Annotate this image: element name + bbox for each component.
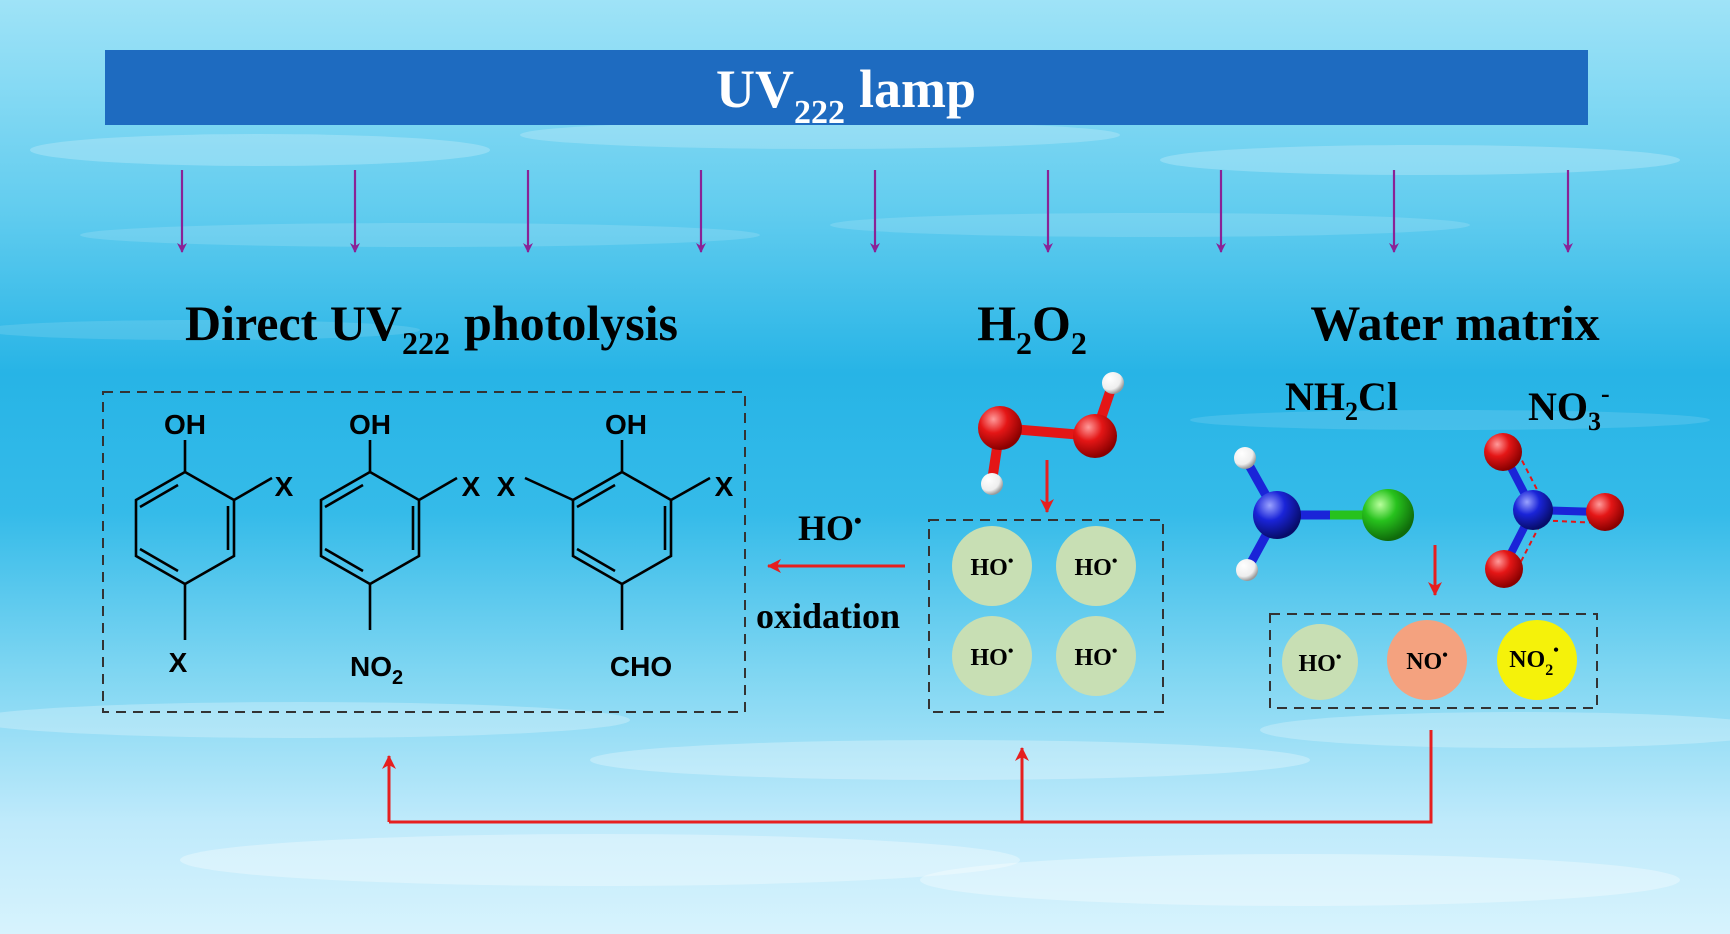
label-nh2cl: NH2Cl (1285, 374, 1398, 426)
hydrogen-atom (981, 473, 1003, 495)
heading-h2o2: H2O2 (977, 295, 1087, 361)
water-texture (0, 121, 1730, 906)
hydrogen-atom (1102, 372, 1124, 394)
compound-1 (134, 440, 273, 640)
hydrogen-atom (1236, 559, 1258, 581)
compound-2-oh: OH (349, 409, 391, 440)
ho-radical-label: HO• (971, 553, 1014, 581)
oxygen-atom (1073, 414, 1117, 458)
hydrogen-atom (1234, 447, 1256, 469)
compound-2-no2: NO2 (350, 651, 403, 689)
ho-radical-label: HO• (971, 643, 1014, 671)
oxidation-label: oxidation (756, 596, 900, 636)
nh2cl-molecule (1234, 447, 1414, 581)
compound-3-cho: CHO (610, 651, 672, 682)
ho-radical-label: HO• (1075, 643, 1118, 671)
oxygen-atom (1485, 550, 1523, 588)
oxygen-atom (1484, 433, 1522, 471)
ho-radical-circle (1282, 624, 1358, 700)
compound-1-x-bottom: X (169, 647, 188, 678)
compound-3 (524, 440, 711, 630)
ho-radical-label: HO• (1075, 553, 1118, 581)
uv-arrows (177, 170, 1573, 253)
ho-radical-circle (1056, 616, 1136, 696)
nitrogen-atom (1253, 491, 1301, 539)
oxygen-atom (978, 406, 1022, 450)
label-no3: NO3- (1528, 379, 1610, 436)
no-radical-label: NO• (1406, 647, 1448, 675)
ho-radical-circle (952, 616, 1032, 696)
no-radical-circle (1387, 620, 1467, 700)
ho-radical-circle (952, 526, 1032, 606)
chlorine-atom (1362, 489, 1414, 541)
no2-radical-circle (1497, 620, 1577, 700)
nitrogen-atom (1513, 490, 1553, 530)
feedback-loop (382, 730, 1433, 824)
compound-3-oh: OH (605, 409, 647, 440)
h2o2-radicals: HO• HO• HO• HO• (952, 526, 1136, 696)
no3-molecule (1484, 433, 1624, 588)
compound-2-x-right: X (462, 471, 481, 502)
compound-3-x-right: X (715, 471, 734, 502)
compound-3-x-left: X (497, 471, 516, 502)
compound-1-x-right: X (275, 471, 294, 502)
lamp-bar (105, 50, 1588, 125)
ho-radical-label: HO• (1299, 649, 1342, 677)
h2o2-molecule (978, 372, 1124, 495)
water-radicals: HO• NO• NO2• (1282, 620, 1577, 700)
heading-water-matrix: Water matrix (1310, 295, 1599, 351)
oxidation-radical-label: HO• (798, 508, 862, 548)
ho-radical-circle (1056, 526, 1136, 606)
h2o2-radicals-box (928, 519, 1164, 713)
compounds-box (102, 391, 746, 713)
water-radicals-box (1269, 613, 1598, 709)
compound-2 (319, 440, 458, 630)
no2-radical-label: NO2• (1509, 642, 1559, 679)
compound-1-oh: OH (164, 409, 206, 440)
oxygen-atom (1586, 493, 1624, 531)
